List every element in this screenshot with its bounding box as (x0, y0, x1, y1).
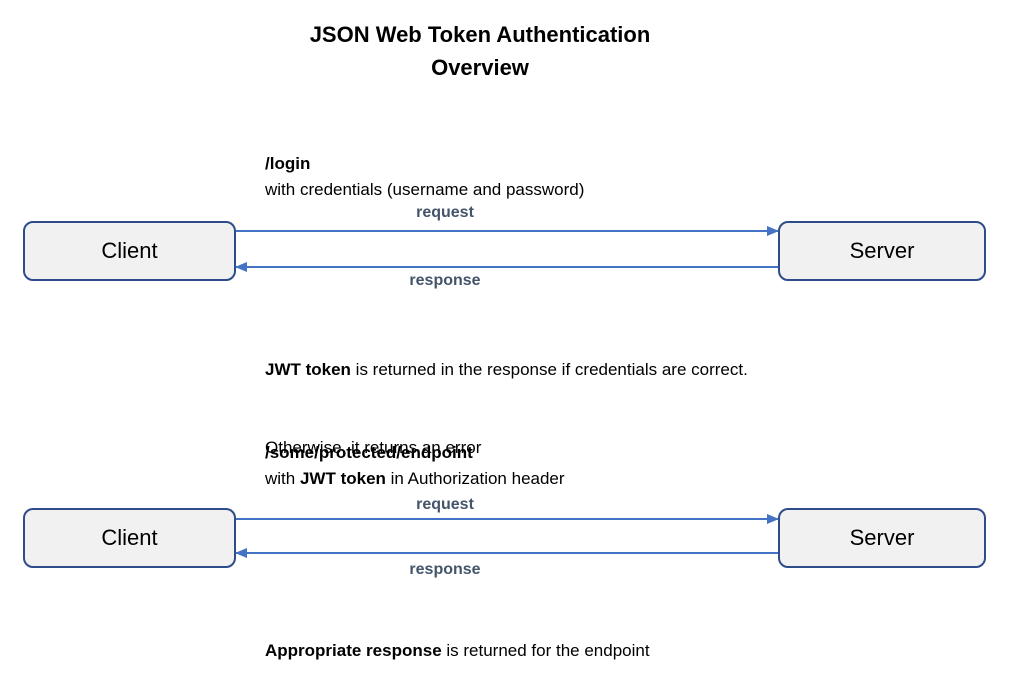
login-flow-section: /login with credentials (username and pa… (0, 151, 1021, 457)
server-label: Server (849, 238, 915, 263)
endpoint-description: /login with credentials (username and pa… (265, 151, 584, 203)
title-line-2: Overview (431, 55, 529, 80)
text-segment: in Authorization header (385, 469, 565, 488)
client-node: Client (23, 508, 236, 568)
endpoint-path: /some/protected/endpoint (265, 443, 473, 462)
request-label: request (416, 496, 474, 513)
result-description: Appropriate response is returned for the… (265, 586, 650, 683)
text-segment-bold: JWT token (265, 360, 351, 379)
result-line-1: Appropriate response is returned for the… (265, 638, 650, 664)
text-segment-bold: Appropriate response (265, 641, 442, 660)
server-node: Server (778, 221, 986, 281)
response-label: response (409, 272, 481, 289)
title-line-1: JSON Web Token Authentication (309, 22, 651, 47)
text-segment-bold: JWT token (299, 469, 386, 488)
response-label: response (409, 561, 481, 578)
endpoint-detail: with JWT token in Authorization header (265, 466, 565, 492)
text-segment: is returned in the response if credentia… (350, 360, 748, 379)
arrowhead-right-icon (767, 513, 779, 524)
client-label: Client (101, 525, 158, 550)
server-label: Server (849, 525, 915, 550)
arrowhead-right-icon (767, 225, 779, 236)
protected-endpoint-flow-section: /some/protected/endpoint with JWT token … (0, 440, 1021, 683)
arrowhead-left-icon (235, 261, 247, 272)
result-line-1: JWT token is returned in the response if… (265, 357, 748, 383)
arrowhead-left-icon (235, 547, 247, 558)
text-segment: is returned for the endpoint (441, 641, 650, 660)
client-node: Client (23, 221, 236, 281)
response-arrow (235, 547, 778, 558)
client-label: Client (101, 238, 158, 263)
endpoint-description: /some/protected/endpoint with JWT token … (265, 440, 565, 492)
text-segment: with (265, 469, 300, 488)
request-label: request (416, 204, 474, 221)
request-arrow (236, 225, 779, 236)
result-description: JWT token is returned in the response if… (265, 305, 748, 565)
diagram-title: JSON Web Token Authentication Overview (0, 18, 960, 84)
response-arrow (235, 261, 778, 272)
server-node: Server (778, 508, 986, 568)
request-arrow (236, 513, 779, 524)
endpoint-detail: with credentials (username and password) (265, 177, 584, 203)
endpoint-path: /login (265, 154, 311, 173)
result-line-2: Otherwise, it returns an error (265, 438, 482, 457)
text-segment: with credentials (username and password) (265, 180, 585, 199)
